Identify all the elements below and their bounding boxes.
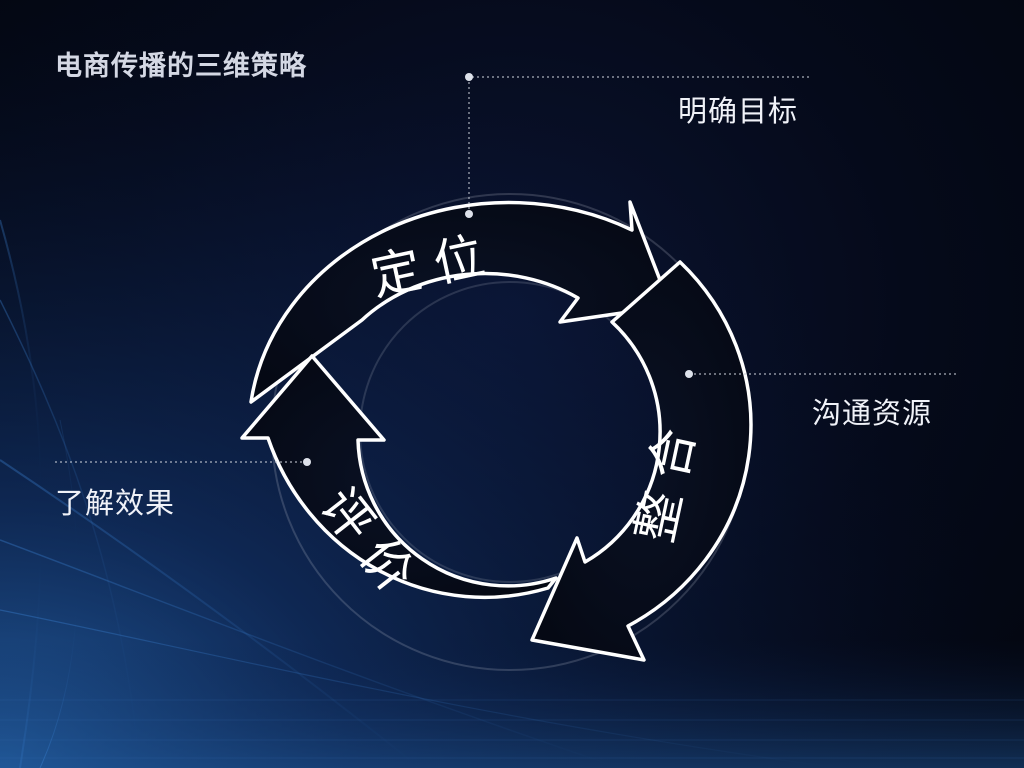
arrow-pingjia xyxy=(240,354,558,600)
arrow-zhenghe xyxy=(530,260,753,662)
leader-dot-target-bottom xyxy=(465,210,473,218)
leader-dot-target-top xyxy=(465,73,473,81)
callout-effect: 了解效果 xyxy=(55,486,176,520)
leader-dot-effect xyxy=(303,458,311,466)
stage-label-pingjia: 评价 xyxy=(309,477,434,614)
callout-target: 明确目标 xyxy=(678,94,799,128)
leader-dot-resources xyxy=(685,370,693,378)
slide-title: 电商传播的三维策略 xyxy=(55,51,307,82)
arrow-dingwei xyxy=(249,200,672,404)
callout-resources: 沟通资源 xyxy=(812,396,933,430)
